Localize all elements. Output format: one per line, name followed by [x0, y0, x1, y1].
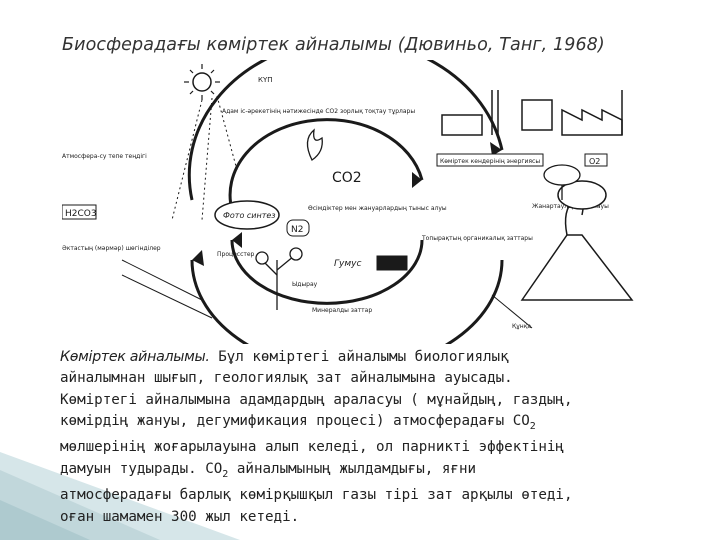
label-kup: КҮП [258, 76, 273, 84]
text-line: Көміртегі айналымына адамдардың араласуы… [60, 391, 573, 408]
volcano-icon [520, 180, 634, 301]
label-human-activity: Адам іс-әрекетінің нәтижесінде СО2 зорлы… [222, 108, 415, 115]
text-segment: дамуын тудырады. СО [60, 460, 223, 477]
text-line: мөлшерінің жоғарылауына алып келеді, ол … [60, 439, 564, 456]
text-line: Көміртек айналымы. Бұл көміртегі айналым… [60, 347, 670, 368]
label-respiration: Өсімдіктер мен жануарлардың тыныс алуы [308, 205, 447, 212]
label-fuel-energy: Көміртек кендерінің энергиясы [440, 158, 540, 165]
label-n2: N2 [291, 225, 303, 235]
slide-title: Биосферадағы көміртек айналымы (Дювиньо,… [62, 35, 605, 55]
text-line: атмосферадағы барлық көмірқышқыл газы ті… [60, 487, 573, 504]
label-minerals: Минералды заттар [312, 307, 372, 314]
carbon-cycle-diagram: КҮП CO2 Фото синтез Атмосфера-су тепе те… [62, 60, 650, 344]
label-atmosphere-sea: Атмосфера-су тепе теңдігі [62, 153, 147, 160]
label-photosynthesis: Фото синтез [223, 211, 276, 220]
body-paragraph: Көміртек айналымы. Бұл көміртегі айналым… [60, 347, 670, 528]
sun-icon [184, 64, 220, 100]
label-h2co3: H2CO3 [65, 209, 97, 219]
text-line: дамуын тудырады. СО2 айналымының жылдамд… [60, 459, 670, 485]
lead-term: Көміртек айналымы. [60, 349, 210, 365]
text-line: айналымнан шығып, геологиялық зат айналы… [60, 370, 513, 387]
subscript: 2 [222, 468, 229, 480]
label-o2: O2 [589, 157, 600, 166]
factory-icon [441, 90, 623, 136]
tree-icon [255, 247, 303, 310]
text-line: көмірдің жануы, дегумификация процесі) а… [60, 411, 670, 437]
fire-icon [306, 128, 323, 161]
text-line: оған шамамен 300 жыл кетеді. [60, 508, 300, 525]
label-soil-org: Топырақтың органикалық заттары [421, 235, 533, 242]
label-oil: Құнқа [512, 323, 531, 330]
label-co2: CO2 [332, 170, 362, 186]
label-humus: Гумус [334, 259, 361, 269]
text-segment: Бұл көміртегі айналымы биологиялық [209, 349, 509, 365]
subscript: 2 [529, 421, 536, 433]
label-processes: Процесстер [217, 251, 255, 258]
label-limestone: Әктастың (мәрмәр) шөгінділер [62, 245, 161, 252]
bush-icon [543, 164, 581, 200]
label-carbonates: Ыдырау [292, 281, 318, 288]
text-segment: көмірдің жануы, дегумификация процесі) а… [60, 413, 530, 430]
text-segment: айналымының жылдамдығы, яғни [228, 460, 477, 477]
